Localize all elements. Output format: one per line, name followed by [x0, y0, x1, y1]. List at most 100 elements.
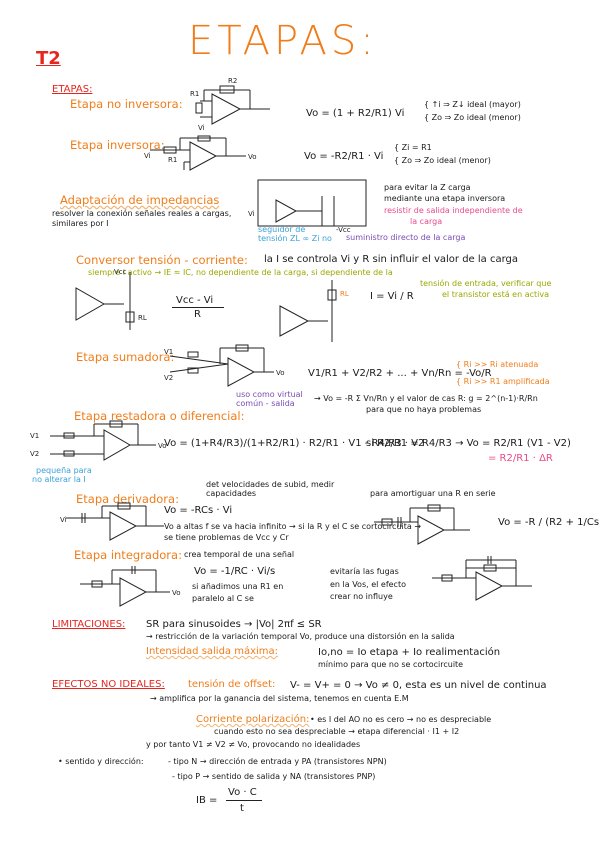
adapt-circuit: Vi -Vcc — [248, 179, 367, 234]
svg-text:R1: R1 — [190, 90, 199, 98]
sum-note-1: { Ri >> Ri atenuada — [456, 360, 539, 369]
der-equation: Vo = -RCs · Vi — [164, 505, 233, 516]
conv-eq2: I = Vi / R — [370, 291, 414, 302]
svg-text:V2: V2 — [164, 374, 173, 382]
der-circuit-2 — [374, 504, 470, 545]
svg-text:Vo: Vo — [276, 369, 285, 377]
noinv-equation: Vo = (1 + R2/R1) Vi — [306, 108, 405, 119]
inv-note-1: { Zi = R1 — [394, 143, 432, 152]
efe-eq-bar — [226, 800, 262, 801]
efe-eq-label: IB = — [196, 795, 218, 806]
unit-label: T2 — [36, 48, 61, 69]
svg-text:Vcc: Vcc — [114, 268, 127, 276]
svg-text:Vo: Vo — [172, 589, 181, 597]
sum-note-2: { Ri >> R1 amplificada — [456, 377, 550, 386]
inv-note-2: { Zo ⇒ Zo ideal (menor) — [394, 156, 491, 165]
adapt-suministro: suministro directo de la carga — [346, 233, 466, 242]
conv-green-1: siempre I activo → IE ≈ IC, no dependien… — [88, 268, 393, 277]
svg-text:V2: V2 — [30, 450, 39, 458]
conv-eq1-bar — [172, 307, 224, 308]
svg-text:Vi: Vi — [198, 124, 205, 132]
noinv-note-1: { ↑i ⇒ Z↓ ideal (mayor) — [424, 100, 521, 109]
der-line: Vo a altas f se va hacia infinito → si l… — [164, 522, 422, 542]
svg-text:V1: V1 — [164, 348, 173, 356]
int-line-4: en la Vos, el efecto — [330, 580, 406, 589]
dif-heading: Etapa restadora o diferencial: — [74, 409, 245, 423]
int-circuit: Vo — [80, 566, 181, 607]
int-circuit-2 — [432, 556, 532, 601]
svg-text:-Vcc: -Vcc — [336, 226, 351, 234]
lim-imax: Intensidad salida máxima: — [146, 646, 279, 657]
conv-eq1-num: Vcc - Vi — [176, 295, 214, 306]
der-equation-2: Vo = -R / (R2 + 1/Cs) · Vi — [498, 517, 600, 528]
efe-offset-eq: V- = V+ = 0 → Vo ≠ 0, esta es un nivel d… — [290, 680, 547, 691]
der-right: para amortiguar una R en serie — [370, 489, 496, 498]
int-line-1: si añadimos una R1 en — [192, 582, 284, 591]
int-note: crea temporal de una señal — [184, 550, 295, 559]
svg-text:Vo: Vo — [248, 153, 257, 161]
inv-heading: Etapa inversora: — [70, 138, 165, 152]
lim-imax-eq: Io,no = Io etapa + Io realimentación — [318, 647, 501, 658]
svg-text:Vo: Vo — [158, 442, 167, 450]
section-efectos: EFECTOS NO IDEALES: — [52, 679, 165, 690]
int-equation: Vo = -1/RC · Vi/s — [194, 566, 276, 577]
noinv-note-2: { Zo ⇒ Zo ideal (menor) — [424, 113, 521, 122]
svg-text:R2: R2 — [228, 77, 237, 85]
sum-heading: Etapa sumadora: — [76, 350, 175, 364]
int-line-2: paralelo al C se — [192, 594, 254, 603]
svg-text:R1: R1 — [168, 156, 177, 164]
sum-line-2: para que no haya problemas — [366, 405, 482, 414]
dif-condition-2: = R2/R1 · ΔR — [488, 453, 553, 464]
sum-virtual-2: común - salida — [236, 399, 295, 408]
svg-text:RL: RL — [340, 290, 349, 298]
efe-offset: tensión de offset: — [188, 679, 276, 690]
svg-text:Vi: Vi — [248, 210, 255, 218]
der-note: det velocidades de subid, medir capacida… — [206, 480, 335, 498]
dif-equation: Vo = (1+R4/R3)/(1+R2/R1) · R2/R1 · V1 - … — [164, 438, 425, 449]
conv-eq1-den: R — [194, 309, 201, 320]
conv-circuit-2: RL — [279, 280, 349, 342]
svg-text:Vi: Vi — [144, 152, 151, 160]
page-title: ETAPAS: — [188, 18, 378, 64]
dif-condition: si R2/R1 = R4/R3 → Vo = R2/R1 (V1 - V2) — [366, 438, 571, 449]
lim-sr-2: → restricción de la variación temporal V… — [146, 632, 455, 641]
inv-equation: Vo = -R2/R1 · Vi — [304, 151, 384, 162]
efe-pol: Corriente polarización: — [196, 714, 310, 725]
adapt-sub-1: resolver la conexión señales reales a ca… — [52, 209, 232, 218]
conv-green-3: el transistor está en activa — [442, 290, 550, 299]
adapt-seguidor-1: seguidor de — [258, 225, 306, 234]
int-heading: Etapa integradora: — [74, 548, 182, 562]
conv-green-2: tensión de entrada, verificar que — [420, 279, 552, 288]
section-limitaciones: LIMITACIONES: — [52, 619, 126, 630]
sum-equation: V1/R1 + V2/R2 + ... + Vn/Rn = -Vo/R — [308, 368, 492, 379]
efe-pol-eq: • es I del AO no es cero → no es desprec… — [310, 715, 492, 724]
dif-note-2: no alterar la I — [32, 475, 86, 484]
adapt-sub-2: similares por I — [52, 219, 109, 228]
efe-sentido: • sentido y dirección: — [58, 757, 144, 766]
noinv-heading: Etapa no inversora: — [70, 97, 183, 111]
sum-line-1: → Vo = -R Σ Vn/Rn y el valor de cas R: g… — [314, 394, 538, 403]
svg-text:Vi: Vi — [60, 516, 67, 524]
efe-offset-2: → amplifica por la ganancia del sistema,… — [150, 694, 409, 703]
adapt-seguidor-2: tensión ZL ∞ Zi no — [258, 234, 332, 243]
efe-tipo-p: - tipo P → sentido de salida y NA (trans… — [172, 772, 376, 781]
adapt-right-1: para evitar la Z carga — [384, 183, 471, 192]
dif-note-1: pequeña para — [36, 466, 92, 475]
int-line-3: evitaría las fugas — [330, 567, 399, 576]
efe-eq-den: t — [240, 803, 244, 814]
lim-sr: SR para sinusoides → |Vo| 2πf ≤ SR — [146, 619, 322, 630]
lim-imax-note: mínimo para que no se cortocircuite — [318, 660, 464, 669]
conv-heading: Conversor tensión - corriente: — [76, 253, 248, 267]
int-line-5: crear no influye — [330, 592, 393, 601]
efe-pol-3: y por tanto V1 ≠ V2 ≠ Vo, provocando no … — [146, 740, 361, 749]
svg-text:RL: RL — [138, 314, 147, 322]
adapt-right-3: resistir de salida independiente de — [384, 206, 523, 215]
der-heading: Etapa derivadora: — [76, 492, 179, 506]
sum-virtual-1: uso como virtual — [236, 390, 303, 399]
section-etapas: ETAPAS: — [52, 84, 93, 95]
der-circuit: Vi — [60, 502, 164, 541]
